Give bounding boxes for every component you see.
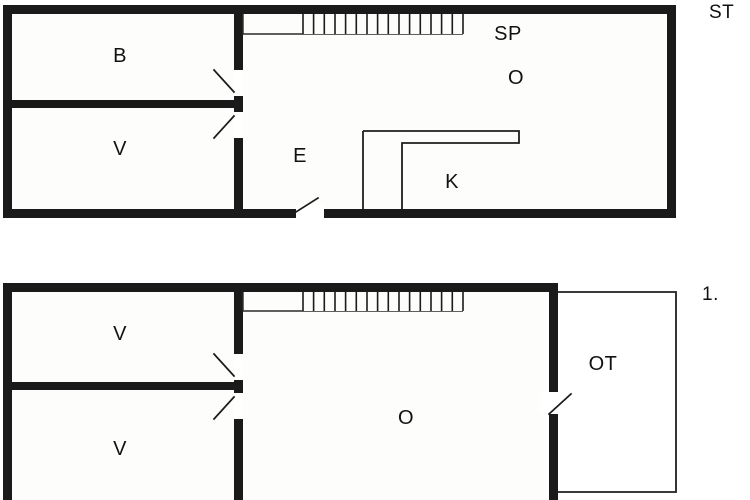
door-b-to-e[interactable] <box>212 68 236 94</box>
room-label-o-lower: O <box>398 407 414 429</box>
ot-annex-outline <box>558 291 677 493</box>
lower-level-plan: V V O OT 1. <box>3 283 719 500</box>
door-v-to-e[interactable] <box>212 114 236 140</box>
lower-staircase <box>302 292 464 311</box>
door-v-top-to-o[interactable] <box>212 352 236 378</box>
plan-tag-lower: 1. <box>702 284 719 305</box>
door-gap-entrance <box>296 205 324 218</box>
door-o-to-ot[interactable] <box>547 392 573 416</box>
room-label-k: K <box>445 171 459 193</box>
kitchen-counter-outline <box>363 130 520 209</box>
lower-interior-fill <box>12 292 549 500</box>
ot-annex <box>558 291 677 493</box>
upper-interior-fill <box>12 14 667 209</box>
plan-tag-upper: ST <box>709 2 734 23</box>
upper-horizontal-partition <box>12 100 234 108</box>
lower-horizontal-partition <box>12 382 234 390</box>
door-entrance[interactable] <box>294 196 320 214</box>
room-label-sp: SP <box>494 23 522 45</box>
room-label-v-lower-bottom: V <box>113 438 127 460</box>
door-gap-v-bottom-to-o <box>234 393 243 419</box>
room-label-o-upper: O <box>508 67 524 89</box>
door-gap-v-to-e <box>234 112 243 138</box>
door-gap-v-top-to-o <box>234 354 243 380</box>
upper-vertical-partition <box>234 14 243 209</box>
room-label-b: B <box>113 45 127 67</box>
door-gap-b-to-e <box>234 70 243 96</box>
room-label-v-lower-top: V <box>113 323 127 345</box>
room-label-ot: OT <box>589 353 618 375</box>
upper-staircase <box>302 14 464 34</box>
room-label-v-upper: V <box>113 138 127 160</box>
door-gap-o-to-ot <box>540 392 558 414</box>
upper-level-plan: B V E SP O K ST <box>3 2 734 218</box>
door-v-bottom-to-o[interactable] <box>212 395 236 421</box>
room-label-e: E <box>293 145 307 167</box>
